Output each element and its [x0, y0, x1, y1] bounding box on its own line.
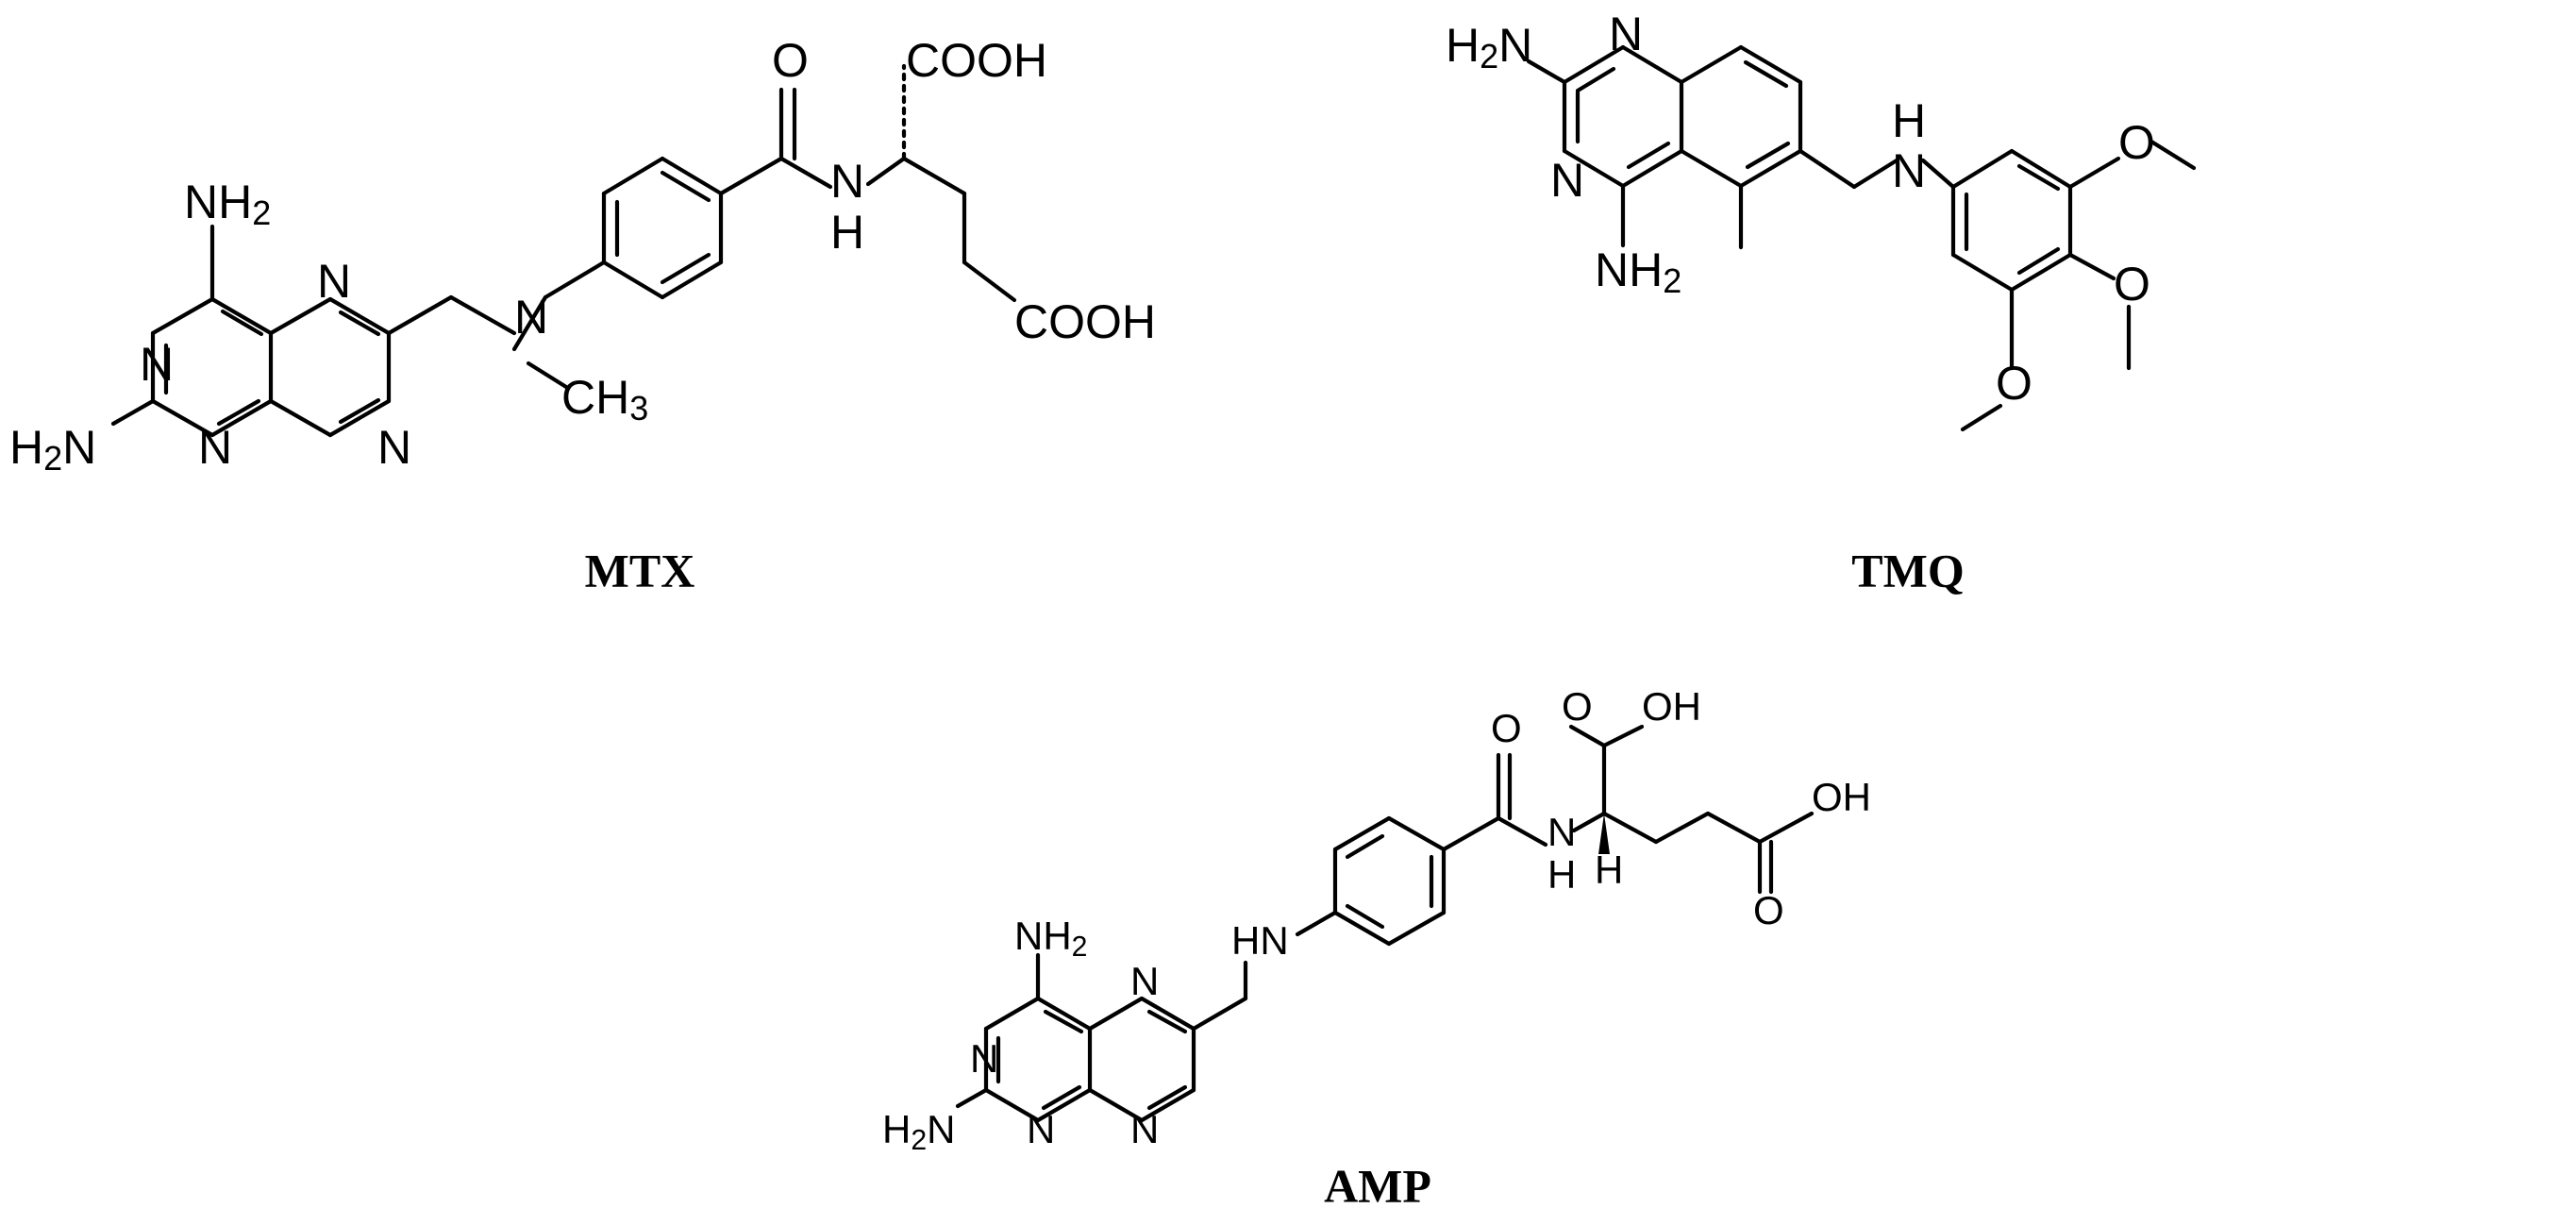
- atom-label: OH: [1642, 684, 1701, 729]
- atom-label: N: [1130, 1107, 1159, 1151]
- caption-tmq: TMQ: [1851, 544, 1964, 596]
- atom-label: N: [1892, 144, 1926, 197]
- atom-label: O: [772, 34, 809, 87]
- caption-mtx: MTX: [585, 544, 695, 596]
- atom-label: N: [377, 421, 411, 474]
- atom-label: OH: [1812, 775, 1871, 819]
- atom-label: NH2: [1014, 914, 1088, 963]
- atom-label: N: [198, 421, 232, 474]
- atom-label: N: [140, 338, 174, 391]
- atom-label: CH3: [561, 371, 648, 427]
- atom-label: H2N: [9, 421, 96, 477]
- molecule-tmq: H2N N N NH2 H N O O O TMQ: [1446, 8, 2197, 596]
- atom-label: NH2: [184, 176, 271, 231]
- atom-label: N: [1130, 959, 1159, 1003]
- atom-label: O: [2114, 258, 2150, 310]
- atom-label: HN: [1231, 918, 1289, 963]
- atom-label: N: [1609, 8, 1643, 60]
- atom-label: COOH: [1014, 295, 1156, 348]
- caption-amp: AMP: [1324, 1159, 1431, 1212]
- atom-label: H2N: [1446, 19, 1532, 75]
- atom-label: COOH: [906, 34, 1047, 87]
- atom-label: H: [1595, 847, 1623, 892]
- atom-label: H: [830, 206, 864, 259]
- atom-label: O: [1996, 357, 2032, 410]
- atom-label: N: [970, 1036, 998, 1081]
- atom-label: N: [514, 291, 548, 344]
- atom-label: O: [1491, 706, 1522, 750]
- atom-label: O: [1753, 888, 1784, 932]
- atom-label: N: [830, 155, 864, 208]
- atom-label: H: [1892, 94, 1926, 147]
- atom-label: N: [1027, 1107, 1055, 1151]
- atom-label: N: [1547, 810, 1576, 854]
- atom-label: O: [1562, 684, 1593, 729]
- atom-label: N: [1550, 154, 1584, 207]
- atom-label: H: [1547, 852, 1576, 897]
- atom-label: NH2: [1595, 243, 1681, 299]
- atom-label: O: [2118, 116, 2155, 169]
- molecule-amp: NH2 N N H2N N N HN O N H H O OH OH O AMP: [882, 684, 1871, 1212]
- atom-label: N: [317, 255, 351, 308]
- atom-label: H2N: [882, 1107, 956, 1156]
- molecule-mtx: NH2 N N H2N N N N CH3 O N H COOH COOH MT…: [9, 34, 1156, 596]
